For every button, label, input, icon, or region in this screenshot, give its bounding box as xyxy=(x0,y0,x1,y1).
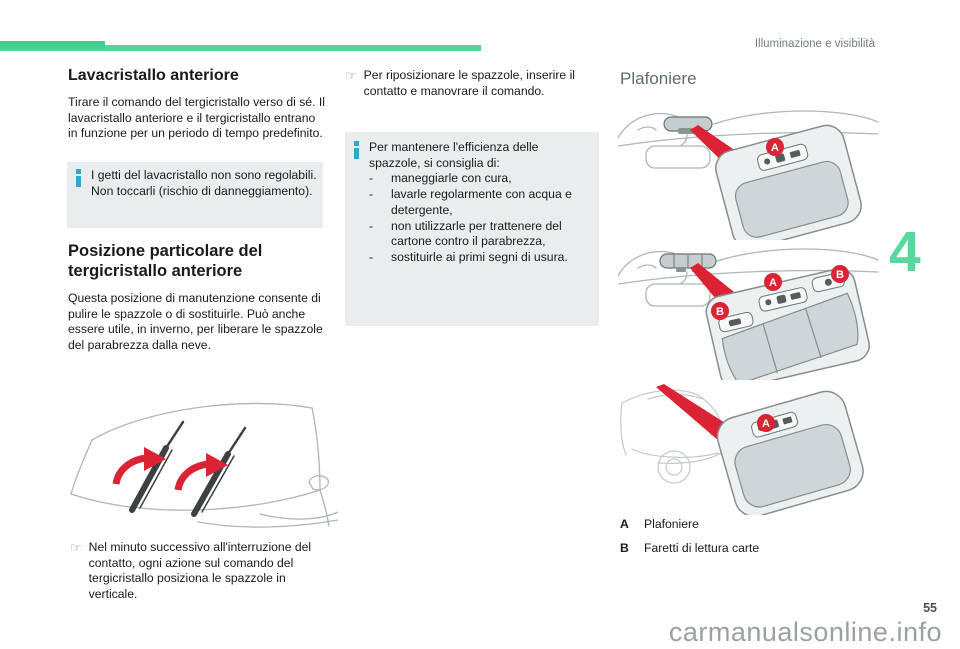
badge-a-icon: A xyxy=(757,414,775,432)
pointer-note-minuto: ☞ Nel minuto successivo all'interruzione… xyxy=(70,540,332,603)
posizione-body: Questa posizione di manutenzione consent… xyxy=(68,291,323,353)
svg-text:B: B xyxy=(716,306,724,318)
top-accent-bar-cap xyxy=(0,41,105,49)
info-box-getti: I getti del lavacristallo non sono regol… xyxy=(67,162,323,228)
ceiling-light-unit xyxy=(716,390,864,515)
legend-key-a: A xyxy=(620,517,629,531)
svg-text:B: B xyxy=(836,269,844,281)
ceiling-light-unit xyxy=(715,124,862,240)
red-arrow-icon xyxy=(112,447,166,485)
legend-label-b: Faretti di lettura carte xyxy=(644,540,760,555)
legend-key-b: B xyxy=(620,540,629,555)
legend-item-b: B Faretti di lettura carte xyxy=(620,541,870,556)
lavacristallo-body: Tirare il comando del tergicristallo ver… xyxy=(68,95,325,141)
plafoniera-front-illustration: A xyxy=(618,104,880,240)
section-title-lavacristallo: Lavacristallo anteriore xyxy=(68,67,239,84)
list-item: - maneggiarle con cura, xyxy=(369,171,512,186)
ceiling-light-unit xyxy=(705,268,870,380)
list-item: - non utilizzarle per trattenere del car… xyxy=(369,218,562,249)
info-icon xyxy=(354,141,359,164)
badge-a-icon: A xyxy=(764,273,782,291)
pointer-hand-icon: ☞ xyxy=(345,68,357,83)
info-box-getti-text: I getti del lavacristallo non sono regol… xyxy=(91,168,317,198)
info-icon xyxy=(76,169,81,192)
top-accent-bar xyxy=(0,45,481,51)
badge-b-icon: B xyxy=(831,265,849,283)
list-item: - lavarle regolarmente con acqua e deter… xyxy=(369,187,572,217)
info-box-spazzole: Per mantenere l'efficienza delle spazzol… xyxy=(345,132,599,326)
info-spazzole-intro: Per mantenere l'efficienza delle spazzol… xyxy=(369,140,539,170)
legend: A Plafoniere B Faretti di lettura carte xyxy=(620,517,870,564)
svg-text:A: A xyxy=(769,277,777,289)
rearview-mirror xyxy=(645,133,711,169)
badge-a-icon: A xyxy=(766,138,784,156)
section-title-posizione: Posizione particolare del tergicristallo… xyxy=(68,242,263,281)
badge-b-icon: B xyxy=(711,302,729,320)
pointer-note-riposizionare: ☞ Per riposizionare le spazzole, inserir… xyxy=(345,68,603,99)
legend-item-a: A Plafoniere xyxy=(620,517,870,532)
red-arrow-icon xyxy=(174,453,228,491)
svg-text:A: A xyxy=(762,418,770,430)
info-box-spazzole-content: Per mantenere l'efficienza delle spazzol… xyxy=(369,140,593,266)
plafoniera-rear-illustration: A xyxy=(618,383,880,515)
map-light-console xyxy=(659,253,717,272)
pointer-hand-icon: ☞ xyxy=(70,540,82,555)
page-number: 55 xyxy=(923,601,937,615)
pointer-note-riposizionare-text: Per riposizionare le spazzole, inserire … xyxy=(363,68,575,98)
rearview-mirror xyxy=(645,271,711,307)
legend-label-a: Plafoniere xyxy=(644,517,699,531)
pointer-note-minuto-text: Nel minuto successivo all'interruzione d… xyxy=(88,540,312,602)
watermark: carmanualsonline.info xyxy=(668,617,942,647)
list-item: - sostituirle ai primi segni di usura. xyxy=(369,250,568,265)
plafoniera-front-b-illustration: A B B xyxy=(618,242,880,380)
windshield-wiper-illustration xyxy=(62,386,338,532)
section-title-plafoniere: Plafoniere xyxy=(620,69,697,88)
chapter-header: Illuminazione e visibilità xyxy=(754,38,875,50)
svg-text:A: A xyxy=(771,142,779,154)
chapter-number: 4 xyxy=(889,220,921,284)
